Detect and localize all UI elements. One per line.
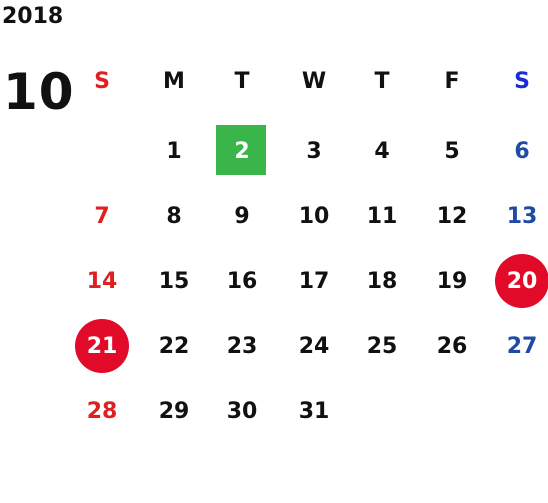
- year-label: 2018: [2, 4, 64, 29]
- day-cell[interactable]: 24: [298, 333, 330, 359]
- day-cell[interactable]: 19: [436, 268, 468, 294]
- day-cell[interactable]: 25: [366, 333, 398, 359]
- day-cell[interactable]: 4: [374, 138, 390, 164]
- day-cell[interactable]: 11: [366, 203, 398, 229]
- day-cell-holiday[interactable]: 21: [86, 333, 118, 359]
- day-cell[interactable]: 26: [436, 333, 468, 359]
- day-cell[interactable]: 31: [298, 398, 330, 424]
- day-cell[interactable]: 12: [436, 203, 468, 229]
- day-cell[interactable]: 1: [166, 138, 182, 164]
- day-cell[interactable]: 3: [306, 138, 322, 164]
- day-cell[interactable]: 15: [158, 268, 190, 294]
- day-cell[interactable]: 5: [444, 138, 460, 164]
- weekday-header-sunday: S: [94, 68, 110, 94]
- day-cell[interactable]: 16: [226, 268, 258, 294]
- day-cell[interactable]: 10: [298, 203, 330, 229]
- day-cell[interactable]: 8: [166, 203, 182, 229]
- weekday-header-saturday: S: [514, 68, 530, 94]
- day-cell-saturday[interactable]: 6: [514, 138, 530, 164]
- day-cell[interactable]: 30: [226, 398, 258, 424]
- day-cell-saturday[interactable]: 13: [506, 203, 538, 229]
- day-cell[interactable]: 9: [234, 203, 250, 229]
- day-cell[interactable]: 22: [158, 333, 190, 359]
- day-cell-sunday[interactable]: 28: [86, 398, 118, 424]
- weekday-header-wednesday: W: [301, 68, 327, 94]
- holiday-marker-21: [75, 319, 129, 373]
- holiday-marker-20: [495, 254, 548, 308]
- day-cell-sunday[interactable]: 7: [94, 203, 110, 229]
- day-cell[interactable]: 18: [366, 268, 398, 294]
- day-cell[interactable]: 29: [158, 398, 190, 424]
- weekday-header-friday: F: [444, 68, 460, 94]
- day-cell-today[interactable]: 2: [234, 138, 250, 164]
- day-cell-saturday[interactable]: 27: [506, 333, 538, 359]
- weekday-header-monday: M: [163, 68, 185, 94]
- month-label: 10: [3, 63, 75, 121]
- day-cell[interactable]: 17: [298, 268, 330, 294]
- today-highlight: [216, 125, 266, 175]
- day-cell-holiday[interactable]: 20: [506, 268, 538, 294]
- weekday-header-thursday: T: [374, 68, 390, 94]
- weekday-header-tuesday: T: [234, 68, 250, 94]
- day-cell-sunday[interactable]: 14: [86, 268, 118, 294]
- day-cell[interactable]: 23: [226, 333, 258, 359]
